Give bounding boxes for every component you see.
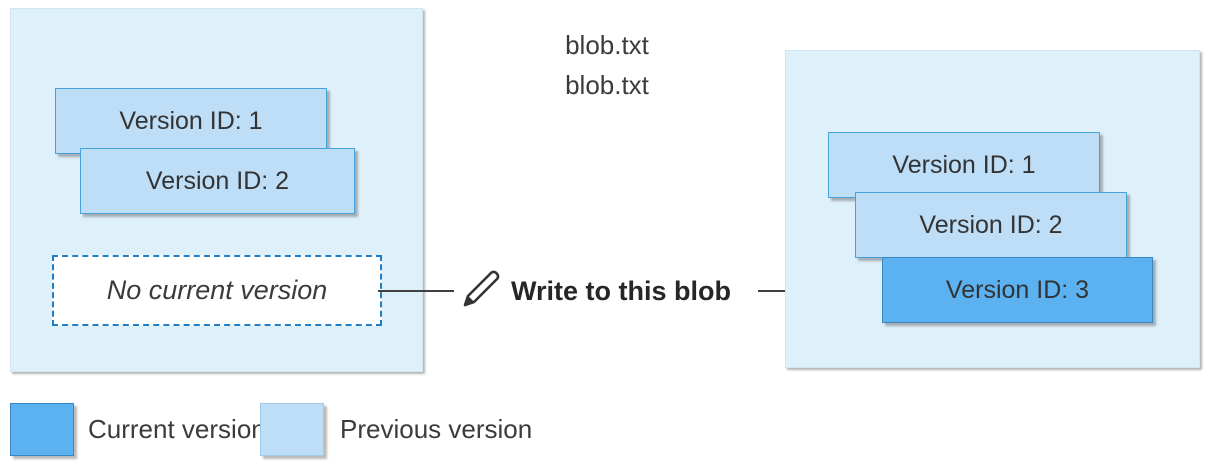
- left-blob-title: blob.txt: [565, 30, 649, 60]
- left-version-label-2: Version ID: 2: [145, 166, 290, 195]
- right-version-box-1: Version ID: 1: [828, 132, 1100, 198]
- right-blob-title: blob.txt: [565, 70, 649, 100]
- left-version-box-2: Version ID: 2: [80, 148, 355, 214]
- left-version-label-1: Version ID: 1: [119, 106, 263, 135]
- legend-label-previous-version: Previous version: [340, 414, 533, 444]
- legend-swatch-previous-version: [260, 403, 324, 456]
- no-current-version-label: No current version: [106, 275, 328, 305]
- legend-label-current-version: Current version: [88, 414, 266, 444]
- right-version-label-3: Version ID: 3: [945, 275, 1090, 304]
- right-version-label-2: Version ID: 2: [919, 210, 1063, 239]
- no-current-version-box: No current version: [52, 255, 382, 326]
- right-version-label-1: Version ID: 1: [892, 150, 1036, 179]
- connector-line-left: [378, 290, 454, 292]
- right-version-box-2: Version ID: 2: [855, 192, 1127, 258]
- right-version-box-3-current: Version ID: 3: [882, 257, 1153, 323]
- legend-swatch-current-version: [10, 403, 74, 456]
- pencil-icon: [463, 270, 500, 307]
- write-action-label: Write to this blob: [511, 276, 731, 306]
